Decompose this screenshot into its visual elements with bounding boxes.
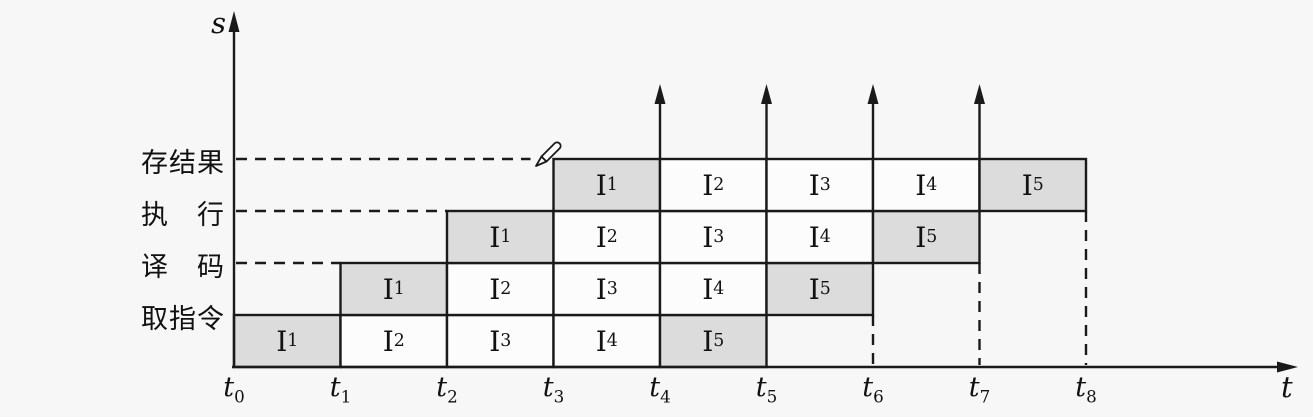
stage-cell [339, 261, 449, 317]
tick-label: t7 [968, 372, 991, 407]
tick-label: t3 [542, 372, 565, 407]
stage-cell [871, 157, 981, 213]
completion-arrow-head-icon [761, 84, 772, 104]
stage-label: 译 码 [141, 252, 225, 283]
tick-label: t1 [329, 372, 352, 407]
stage-cell [658, 209, 768, 265]
stage-cell [445, 261, 555, 317]
stage-label: 取指令 [141, 304, 225, 335]
x-axis-arrowhead-icon [1277, 361, 1298, 373]
stage-cell [552, 261, 662, 317]
tick-label: t6 [862, 372, 884, 407]
completion-arrow-head-icon [974, 84, 985, 104]
stage-cell [765, 261, 875, 317]
x-axis-label: t [1281, 370, 1293, 404]
pencil-icon [535, 141, 562, 167]
tick-label: t4 [649, 372, 671, 407]
stage-label: 执 行 [141, 200, 225, 231]
tick-label: t5 [755, 372, 778, 407]
stage-cell [658, 261, 768, 317]
stage-cell [552, 209, 662, 265]
stage-cell [978, 157, 1088, 213]
stage-label: 存结果 [141, 148, 225, 179]
completion-arrow-head-icon [867, 84, 879, 104]
tick-label: t2 [436, 372, 458, 407]
completion-arrow-head-icon [654, 84, 666, 104]
stage-cell [871, 209, 981, 265]
y-axis-label: s [211, 6, 226, 40]
y-axis-arrowhead-icon [228, 11, 240, 32]
tick-label: t0 [223, 372, 245, 407]
stage-cell [552, 157, 662, 213]
tick-label: t8 [1075, 372, 1097, 407]
stage-cell [658, 157, 768, 213]
